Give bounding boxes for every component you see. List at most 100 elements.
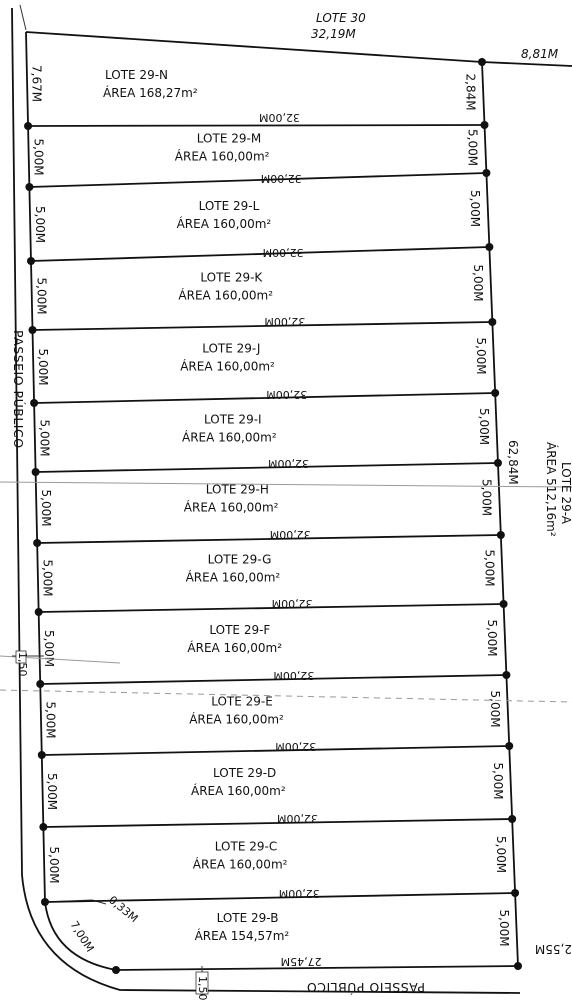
corner-dot [511,889,520,897]
top-left-tick [19,4,27,31]
corner-dot [30,399,39,407]
lot-right-dim: 5,00M [485,620,499,657]
corner-dot [496,531,505,539]
lot-right-dim: 5,00M [466,129,480,166]
lot-left-dim: 5,00M [31,139,45,176]
corner-dot [514,962,522,970]
lot-left-dim: 5,00M [47,847,61,884]
corner-dot [485,243,494,251]
lot-right-dim: 5,00M [474,338,488,375]
lot-depth: 32,00M [264,315,305,328]
lot-area: ÁREA 160,00m² [193,857,288,872]
lot-divider [44,892,516,903]
lot-depth: 32,00M [275,740,316,753]
lot-left-dim: 5,00M [39,490,53,527]
lot-name: LOTE 29-E [211,695,273,709]
lot-right-dim: 5,00M [468,190,482,227]
corner-dot [505,742,514,750]
corner-dot [478,58,486,66]
corner-dot [112,966,120,974]
corner-dot [33,539,42,547]
lote30-label: LOTE 30 [316,11,366,25]
lot-depth: 32,00M [270,528,311,541]
lot-divider [40,674,507,685]
lot-divider [30,246,490,262]
lot-area: ÁREA 160,00m² [187,640,282,655]
lot-area: ÁREA 168,27m² [103,85,198,100]
lot-left-dim: 5,00M [37,420,51,457]
lot-depth: 32,00M [268,457,309,470]
sidewalk-outer-boundary [11,7,521,994]
lot-area: ÁREA 160,00m² [180,359,275,374]
lot-name: LOTE 29-G [208,553,272,567]
scan-artifact-line [0,481,572,488]
lot-left-dim: 5,00M [44,702,58,739]
corner-dot [508,815,517,823]
lot-divider [37,534,501,544]
lot-name: LOTE 29-J [202,342,260,356]
corner-dot [37,751,46,759]
lot-depth: 32,00M [263,246,304,259]
lot-depth: 32,00M [259,111,300,124]
lot-divider [38,603,504,613]
lot-name: LOTE 29-I [204,413,262,427]
sidewalk-width-bottom: 1,50 [196,976,209,1000]
corner-curve [44,901,117,971]
lot-divider [41,745,510,756]
corner-dot [491,389,500,397]
corner-dot [25,183,34,191]
sidewalk-width-box-left [15,650,27,664]
lot-divider [35,462,498,473]
corner-dot [41,898,49,906]
lot-right-dim: 5,00M [482,550,496,587]
lot-left-dim: 5,00M [42,630,56,667]
lot-divider [28,124,485,127]
lot-area: ÁREA 160,00m² [178,288,273,303]
lot-name: LOTE 29-F [209,623,270,637]
corner-dot [488,318,497,326]
lote30-front-dim: 32,19M [311,27,356,41]
lot-name: LOTE 29-C [215,840,277,854]
lot-depth: 32,00M [272,597,313,610]
lote29a-name: LOTE 29-A [559,462,572,525]
corner-dot [502,671,511,679]
lot-divider [29,172,487,188]
lot-name: LOTE 29-M [197,132,261,146]
lot-right-dim: 5,00M [477,408,491,445]
lot-name: LOTE 29-N [105,68,168,82]
lot-left-dim: 5,00M [41,560,55,597]
lot-left-dim: 5,00M [36,349,50,386]
lot-left-dim: 5,00M [45,773,59,810]
lot-name: LOTE 29-D [213,766,276,780]
corner-markers [24,58,522,974]
corner-dot [480,121,489,129]
lot-right-dim: 5,00M [497,910,511,947]
top-right-dim: 8,81M [521,47,559,61]
lote29a-area: ÁREA 512,16m² [544,442,559,537]
lot-area: ÁREA 160,00m² [191,783,286,798]
passeio-publico-left: PASSEIO PÚBLICO [11,330,26,449]
passeio-publico-bottom: PASSEIO PÚBLICO [306,980,425,995]
lot-divider-lines [28,124,516,903]
lot-depth: 32,00M [273,669,314,682]
lot-depth: 32,00M [277,812,318,825]
lot-area: ÁREA 160,00m² [175,149,270,164]
corner-dot [27,257,36,265]
lote29a-depth: 62,84M [506,440,520,485]
lot-area: ÁREA 160,00m² [184,500,279,515]
lot-divider [34,392,496,404]
lot-area: ÁREA 160,00m² [177,216,272,231]
lot-divider [32,321,493,331]
corner-dot [34,608,43,616]
neighbor-boundary-line [481,61,572,67]
sidewalk-width-left: 1,50 [16,652,29,677]
lot-b-front-line [115,965,519,971]
corner-dot [482,169,491,177]
corner-dot [31,468,40,476]
lote30-boundary-line [25,31,483,63]
lot-left-dim: 5,00M [34,278,48,315]
corner-dot [28,326,37,334]
lot-depth: 32,00M [261,172,302,185]
